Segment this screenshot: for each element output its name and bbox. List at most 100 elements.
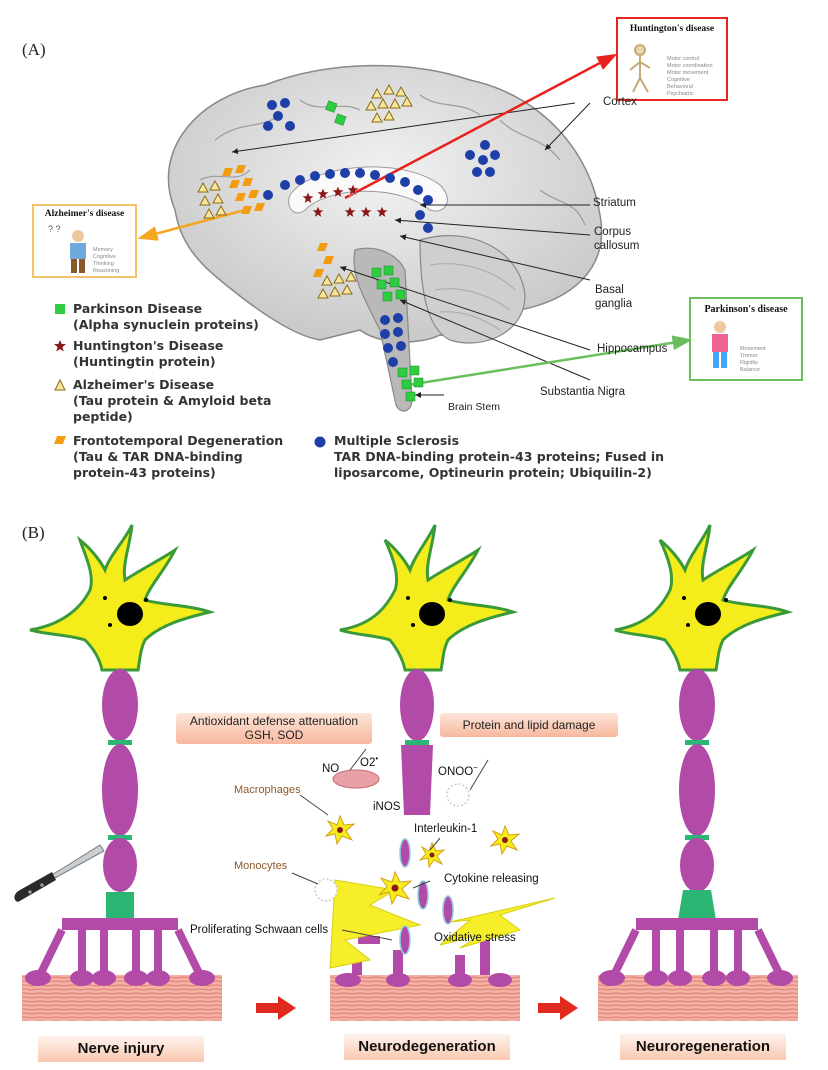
stage-arrow-1 [256, 996, 296, 1020]
neuron-nerve-injury [29, 524, 216, 977]
onoo-label: ONOO− [438, 763, 478, 778]
legend-ftd-desc: (Tau & TAR DNA-binding [73, 449, 243, 464]
legend-parkinson-title: Parkinson Disease [73, 301, 203, 316]
parkinson-markers [325, 100, 424, 402]
alzheimer-note: Thinking [93, 261, 114, 267]
muscle-3 [598, 975, 798, 1021]
legend-ms-desc: TAR DNA-binding protein-43 proteins; Fus… [334, 449, 665, 464]
svg-text:? ?: ? ? [48, 224, 61, 234]
legend-alzheimer-desc: (Tau protein & Amyloid beta [73, 393, 272, 408]
panel-b-pointers [291, 748, 489, 941]
antioxidant-label: Antioxidant defense attenuation [189, 714, 359, 728]
alzheimer-inset-title: Alzheimer's disease [44, 209, 125, 219]
region-label-corpus: Corpus [594, 226, 632, 238]
no-label: NO [322, 763, 340, 775]
schwann-label: Proliferating Schwaan cells [190, 924, 329, 936]
huntington-note: Motor control [667, 56, 700, 62]
muscle-1 [22, 975, 222, 1021]
parkinson-inset-border [689, 297, 803, 381]
schwann-cells [399, 838, 454, 955]
legend-huntington-desc: (Huntingtin protein) [73, 354, 216, 369]
macrophages-label: Macrophages [234, 784, 301, 796]
legend-huntington-title: Huntington's Disease [73, 338, 224, 353]
huntington-note: Motor movement [667, 70, 709, 76]
huntington-markers [301, 183, 389, 219]
stage-nerve-injury: Nerve injury [38, 1036, 204, 1062]
huntington-figure [629, 44, 651, 93]
region-label-ganglia: ganglia [595, 298, 633, 310]
neuron-neurodegeneration [339, 524, 519, 980]
muscle-2 [330, 975, 520, 1021]
oxidative-bolt-left [329, 879, 422, 969]
alzheimer-arrow [137, 208, 246, 241]
cytokine-label: Cytokine releasing [444, 873, 539, 885]
region-label-cortex: Cortex [603, 96, 637, 108]
oxidative-bolt-right [439, 897, 556, 949]
alzheimer-markers [197, 83, 413, 299]
panel-b-label: (B) [22, 523, 45, 542]
legend-alzheimer-desc-2: peptide) [73, 409, 133, 424]
alzheimer-note: Reasoning [93, 268, 120, 274]
antioxidant-banner: Antioxidant defense attenuation GSH, SOD [176, 713, 372, 744]
knife-icon [14, 844, 105, 902]
stage-arrow-2 [538, 996, 578, 1020]
parkinson-note: Tremor [740, 353, 758, 359]
legend-ms-desc-2: liposarcome, Optineurin protein; Ubiquil… [334, 465, 652, 480]
oxidative-label: Oxidative stress [434, 932, 516, 944]
region-label-callosum: callosum [594, 240, 640, 252]
parkinson-note: Movement [740, 346, 766, 352]
neuron-neuroregeneration [610, 524, 794, 977]
alzheimer-inset: Alzheimer's disease Memory Cognitive Thi… [35, 207, 134, 275]
o2-label: O2• [360, 754, 379, 769]
muscle-1-endplates [25, 970, 215, 986]
alzheimer-note: Memory [93, 247, 113, 253]
parkinson-note: Balance [740, 367, 760, 373]
ros-blob [332, 769, 380, 789]
region-label-basal: Basal [595, 284, 624, 296]
huntington-note: Behavioral [667, 84, 693, 90]
legend-ftd-desc-2: protein-43 proteins) [73, 465, 216, 480]
panel-a-label: (A) [22, 40, 46, 59]
huntington-note: Motor coordination [667, 63, 713, 69]
huntington-inset-title: Huntington's disease [629, 24, 715, 34]
alzheimer-note: Cognitive [93, 254, 116, 260]
antioxidant-sub-label: GSH, SOD [244, 728, 304, 742]
huntington-inset: Huntington's disease Motor control Motor… [619, 20, 725, 98]
stage-neurodegeneration: Neurodegeneration [344, 1034, 510, 1060]
huntington-note: Cognitive [667, 77, 690, 83]
legend-ms-title: Multiple Sclerosis [334, 433, 460, 448]
region-label-striatum: Striatum [593, 197, 636, 209]
parkinson-figure [712, 321, 728, 368]
monocytes-label: Monocytes [234, 860, 288, 872]
onoo-text: ONOO [438, 765, 474, 778]
inos-label: iNOS [373, 801, 401, 813]
huntington-inset-border [616, 17, 728, 101]
protein-lipid-banner: Protein and lipid damage [440, 713, 618, 737]
region-label-brain-stem: Brain Stem [448, 401, 500, 413]
alzheimer-figure: ? ? [48, 224, 86, 273]
legend-symbols [54, 304, 326, 448]
region-pointer-lines [231, 102, 591, 398]
parkinson-inset: Parkinson's disease Movement Tremor Rigi… [692, 300, 800, 378]
legend-alzheimer-title: Alzheimer's Disease [73, 377, 215, 392]
interleukin-label: Interleukin-1 [414, 823, 478, 835]
legend-ftd-title: Frontotemporal Degeneration [73, 433, 284, 448]
huntington-note: Psychiatric [667, 91, 694, 97]
parkinson-arrow [407, 335, 693, 387]
region-label-substantia-nigra: Substantia Nigra [540, 386, 626, 398]
parkinson-note: Rigidity [740, 360, 759, 366]
muscle-3-endplates [599, 970, 793, 986]
ftd-markers [222, 165, 334, 277]
parkinson-inset-title: Parkinson's disease [704, 304, 788, 315]
monocyte-cells [314, 783, 470, 902]
stage-neuroregeneration: Neuroregeneration [620, 1034, 786, 1060]
legend-parkinson-desc: (Alpha synuclein proteins) [73, 317, 259, 332]
macrophage-cells [324, 814, 521, 906]
ms-markers [263, 98, 500, 367]
protein-lipid-label: Protein and lipid damage [462, 718, 596, 732]
muscle-2-endplates [335, 973, 512, 987]
region-label-hippocampus: Hippocampus [597, 343, 668, 355]
o2-text: O2 [360, 756, 376, 769]
